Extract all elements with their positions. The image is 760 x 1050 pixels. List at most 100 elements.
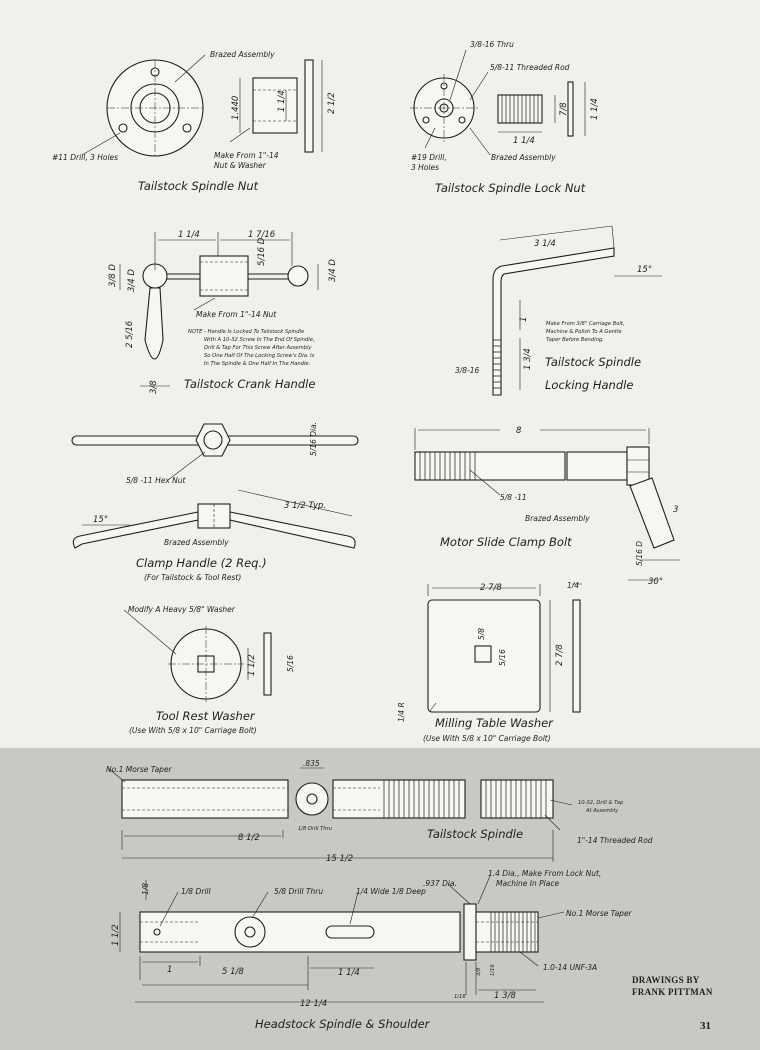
drawing-label: 1/4 R	[397, 702, 406, 722]
drawing-label: 15 1/2	[326, 854, 353, 864]
drawing-label: Make From 3/8" Carriage Bolt,	[546, 321, 625, 327]
motor-slide-clamp-bolt-drawing: 8 5/8 -11 Brazed Assembly 3 5/16 D 30° M…	[414, 426, 680, 587]
drawing-label: 3 1/4	[534, 239, 556, 249]
drawing-label: (For Tailstock & Tool Rest)	[144, 573, 241, 582]
drawing-label: Motor Slide Clamp Bolt	[440, 535, 572, 549]
drawing-label: 8	[516, 426, 522, 436]
credit-line-2: FRANK PITTMAN	[632, 987, 713, 997]
drawing-label: Machine In Place	[496, 879, 559, 888]
drawing-label: 1 1/4	[178, 230, 200, 240]
drawing-label: 1	[167, 965, 172, 975]
drawing-label: 1 1/4	[338, 968, 360, 978]
drawing-label: Make From 1"-14	[214, 151, 279, 160]
drawing-label: 30°	[648, 577, 663, 587]
drawing-label: 1/8	[141, 883, 150, 895]
drawing-label: NOTE - Handle Is Locked To Tailstock Spi…	[188, 329, 304, 335]
drawing-label: 5/16	[498, 649, 507, 666]
drawing-label: In The Spindle & One Half In The Handle.	[204, 361, 310, 367]
drawing-label: Machine & Polish To A Gentle	[546, 329, 622, 335]
drawing-label: 1"-14 Threaded Rod	[577, 836, 653, 845]
drawing-label: 1 1/4	[590, 98, 600, 120]
drawing-label: 5/8	[477, 628, 486, 640]
drawing-label: 1 3/8	[494, 991, 516, 1001]
drawing-label: 8 1/2	[238, 833, 260, 843]
drawing-label: 5/8-11 Threaded Rod	[490, 63, 570, 72]
drawing-label: 3/4 D	[328, 259, 338, 282]
drawing-label: 2 7/8	[480, 583, 502, 593]
drawing-label: Milling Table Washer	[435, 716, 554, 730]
drawing-label: .835	[303, 759, 320, 768]
drawing-label: With A 10-32 Screw In The End Of Spindle…	[204, 337, 315, 343]
headstock-spindle-drawing: 1/8 1/8 Drill 5/8 Drill Thru 1/4 Wide 1/…	[111, 869, 633, 1031]
drawing-label: 1 7/16	[248, 230, 276, 240]
drawing-label: 3 1/2 Typ.	[284, 501, 326, 511]
drawing-label: 1/16	[454, 994, 466, 1000]
drawing-label: 1/8 Drill	[181, 887, 211, 896]
drawing-label: (Use With 5/8 x 10" Carriage Bolt)	[129, 726, 257, 735]
drawing-label: Brazed Assembly	[491, 153, 556, 162]
drawing-label: Taper Before Bending.	[546, 337, 604, 343]
drawing-label: (Use With 5/8 x 10" Carriage Bolt)	[423, 734, 551, 743]
tailstock-spindle-lock-nut-drawing: 3/8-16 Thru 5/8-11 Threaded Rod #19 Dril…	[410, 40, 600, 195]
tailstock-spindle-locking-handle-drawing: 3 1/4 15° 1 1 3/4 3/8-16 Make From 3/8" …	[455, 225, 662, 396]
drawing-label: So One Half Of The Locking Screw's Dia. …	[204, 353, 315, 359]
drawing-credit: DRAWINGS BY FRANK PITTMAN	[632, 974, 713, 998]
drawing-label: 1	[519, 317, 529, 322]
drawing-label: Tailstock Crank Handle	[184, 377, 315, 391]
drawing-label: Tailstock Spindle Nut	[138, 179, 259, 193]
drawing-label: Tailstock Spindle	[545, 355, 641, 369]
clamp-handle-drawing: 5/8 -11 Hex Nut 5/16 Dia. 3 1/2 Typ. 15°…	[71, 422, 359, 582]
drawing-label: 3/8-16	[455, 366, 480, 375]
drawing-label: 5/8 -11	[500, 493, 527, 502]
drawing-label: 3 Holes	[411, 163, 439, 172]
drawing-label: Modify A Heavy 5/8" Washer	[128, 605, 236, 614]
drawing-label: 1/4	[567, 581, 579, 590]
drawing-label: 5/8 -11 Hex Nut	[126, 476, 187, 485]
drawing-label: 7/8	[559, 102, 569, 116]
drawing-label: 2 5/16	[125, 320, 135, 348]
drawing-label: #19 Drill,	[411, 153, 447, 162]
drawing-label: 3/8-16 Thru	[470, 40, 514, 49]
drawing-label: Tool Rest Washer	[156, 709, 256, 723]
drawing-label: 1/4 Wide 1/8 Deep	[356, 887, 426, 896]
drawing-label: Brazed Assembly	[164, 538, 229, 547]
tailstock-crank-handle-drawing: 1 1/4 1 7/16 3/8 D 3/4 D 3/4 D 5/16 D 2 …	[108, 230, 338, 394]
tool-rest-washer-drawing: Modify A Heavy 5/8" Washer 1 1/2 5/16 To…	[123, 605, 295, 735]
drawing-label: 1.4 Dia., Make From Lock Nut,	[488, 869, 601, 878]
drawing-label: 2 7/8	[555, 644, 565, 666]
milling-table-washer-drawing: 2 7/8 2 7/8 1/4 5/8 5/16 1/4 R Milling T…	[397, 581, 582, 743]
drawing-label: 2 1/2	[327, 92, 337, 114]
drawing-label: 12 1/4	[300, 999, 327, 1009]
drawing-label: 1/16	[490, 964, 496, 976]
drawing-label: 1.0-14 UNF-3A	[543, 963, 597, 972]
drawing-label: 1 1/2	[247, 654, 257, 676]
drawing-label: Tailstock Spindle	[427, 827, 523, 841]
drawing-label: 1.440	[231, 96, 241, 120]
drawing-label: 5/8 Drill Thru	[274, 887, 323, 896]
drawing-label: At Assembly	[585, 808, 619, 814]
drawing-label: 5/16 D	[635, 541, 644, 566]
drawing-label: 3/8 D	[108, 264, 118, 287]
drawing-label: 5/16 D	[257, 237, 267, 266]
drawing-label: 5/16	[286, 655, 295, 672]
drawing-label: Brazed Assembly	[210, 50, 275, 59]
drawing-label: Locking Handle	[545, 378, 633, 392]
drawing-label: 3/8	[476, 967, 482, 976]
drawing-label: Brazed Assembly	[525, 514, 590, 523]
drawing-label: 15°	[637, 265, 652, 275]
tailstock-spindle-nut-drawing: Brazed Assembly #11 Drill, 3 Holes Make …	[52, 50, 337, 193]
drawing-label: 3/4 D	[127, 269, 137, 292]
drawing-label: 1 1/2	[111, 924, 121, 946]
tailstock-spindle-drawing: No.1 Morse Taper .835 1/8 Drill Thru 10-…	[106, 759, 653, 864]
drawing-label: Drill & Tap For This Screw After Assembl…	[204, 345, 312, 351]
drawing-label: Make From 1"-14 Nut	[196, 310, 277, 319]
drawing-label: Clamp Handle (2 Req.)	[136, 556, 267, 570]
drawing-label: .937 Dia.	[423, 879, 457, 888]
drawing-label: 1 1/4	[513, 136, 535, 146]
drawing-label: Headstock Spindle & Shoulder	[255, 1017, 431, 1031]
drawing-label: 3	[673, 505, 678, 515]
drawing-label: 1/8 Drill Thru	[298, 826, 333, 832]
drawing-label: 10-32, Drill & Tap	[578, 800, 624, 806]
drawing-label: Tailstock Spindle Lock Nut	[435, 181, 586, 195]
